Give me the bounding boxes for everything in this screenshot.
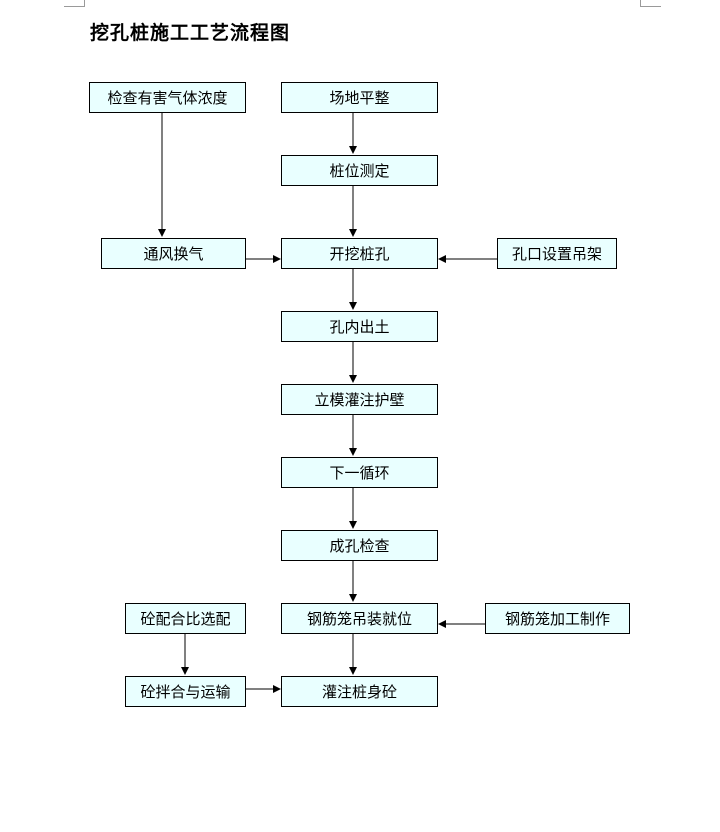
step-soil-out: 孔内出土	[281, 311, 438, 342]
step-formwork-wall: 立模灌注护壁	[281, 384, 438, 415]
step-excavate: 开挖桩孔	[281, 238, 438, 269]
step-mix-transport: 砼拌合与运输	[125, 676, 246, 707]
step-hoist-frame: 孔口设置吊架	[497, 238, 617, 269]
step-cage-install: 钢筋笼吊装就位	[281, 603, 438, 634]
page-corner-mark-top-right	[640, 0, 661, 7]
page-title: 挖孔桩施工工艺流程图	[90, 22, 291, 44]
step-pour-pile: 灌注桩身砼	[281, 676, 438, 707]
step-gas-check: 检查有害气体浓度	[89, 82, 246, 113]
step-next-cycle: 下一循环	[281, 457, 438, 488]
step-ventilation: 通风换气	[101, 238, 246, 269]
step-pile-position: 桩位测定	[281, 155, 438, 186]
step-cage-make: 钢筋笼加工制作	[485, 603, 630, 634]
step-site-level: 场地平整	[281, 82, 438, 113]
page-corner-mark-top-left	[64, 0, 85, 7]
step-mix-design: 砼配合比选配	[125, 603, 246, 634]
step-hole-check: 成孔检查	[281, 530, 438, 561]
